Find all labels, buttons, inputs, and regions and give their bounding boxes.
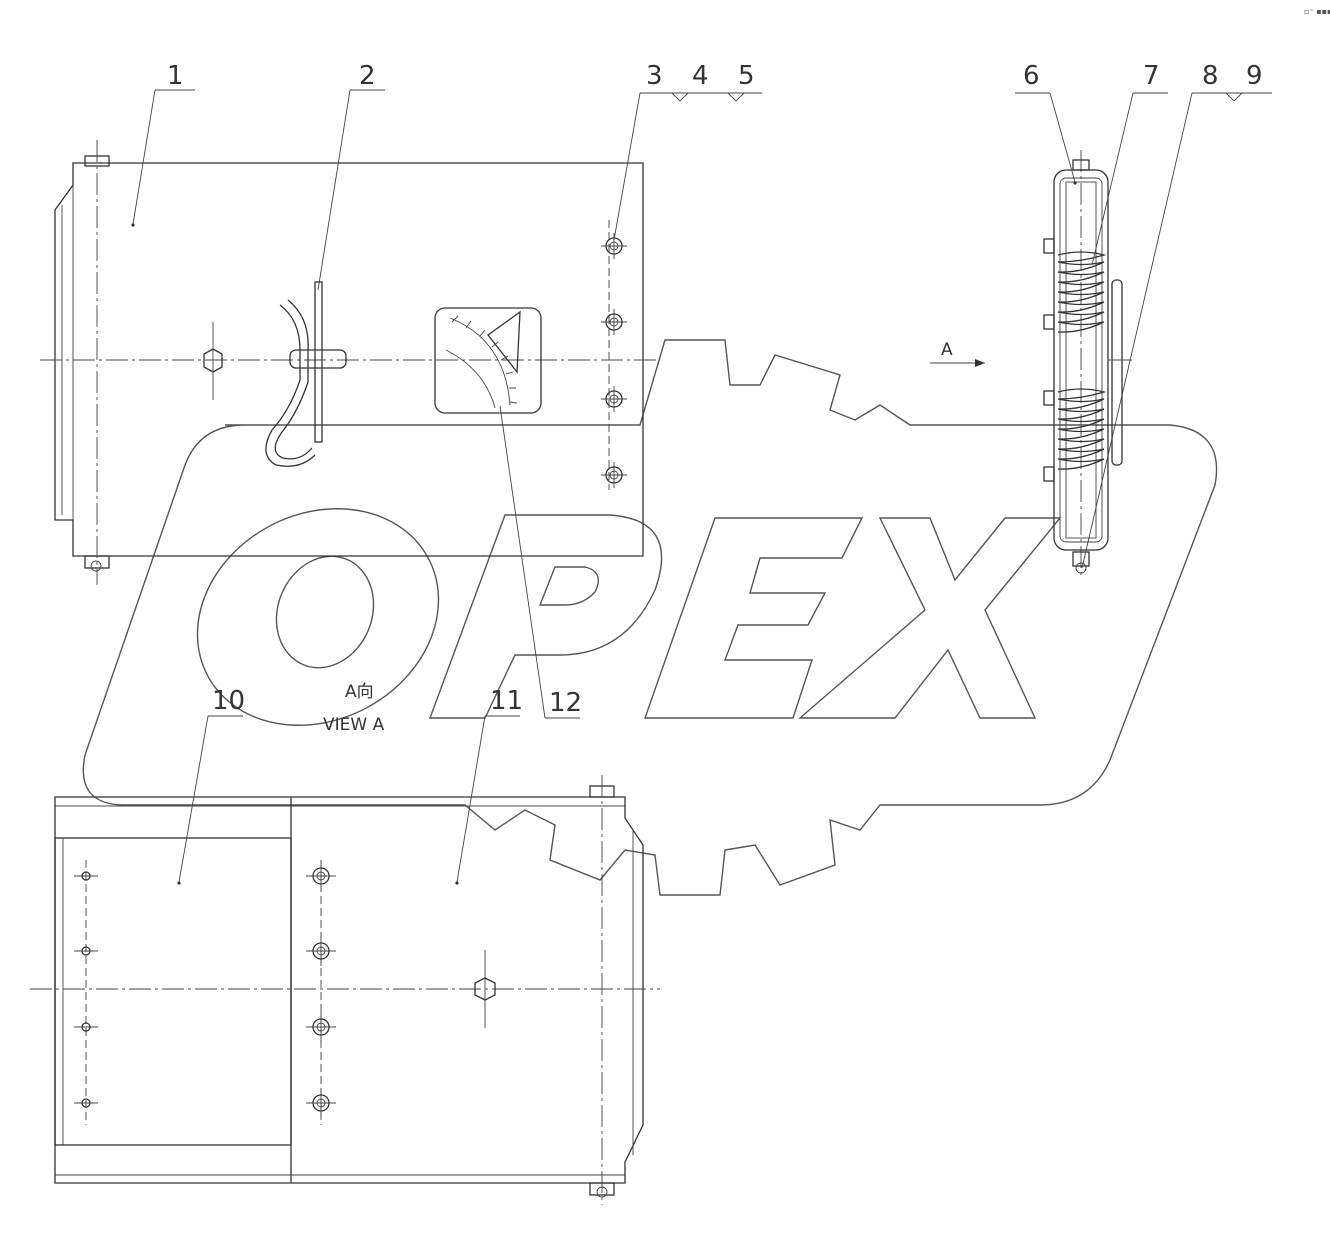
rivet-10-2: [74, 946, 98, 956]
callout-12: 12: [549, 688, 582, 718]
callout-6: 6: [1023, 61, 1040, 91]
bolt-front-3: [601, 386, 627, 412]
spring-upper: [1057, 251, 1107, 333]
bolt-front-2: [601, 309, 627, 335]
bolt-view-a-2: [306, 936, 336, 966]
stud-side-1: [1043, 238, 1055, 254]
callout-11: 11: [490, 686, 523, 716]
rivet-10-3: [74, 1022, 98, 1032]
warning-label: [434, 307, 542, 414]
callout-10: 10: [212, 686, 245, 716]
stud-side-2: [1043, 314, 1055, 330]
bolt-view-a-4: [306, 1088, 336, 1118]
bolt-view-a-3: [306, 1012, 336, 1042]
callout-4: 4: [692, 61, 709, 91]
view-a: A向 VIEW A: [30, 682, 660, 1205]
callout-5: 5: [738, 61, 755, 91]
side-view: A: [930, 150, 1132, 575]
view-title-en: VIEW A: [323, 715, 385, 735]
stud-side-4: [1043, 466, 1055, 482]
callout-2: 2: [359, 61, 376, 91]
callout-9: 9: [1246, 61, 1263, 91]
callout-8: 8: [1202, 61, 1219, 91]
spring-lower: [1057, 388, 1107, 470]
view-arrow-a: A: [930, 340, 985, 367]
callout-1: 1: [167, 61, 184, 91]
front-view: [40, 140, 660, 585]
callouts: 1 2 3 4 5 6 7 8 9 10 11: [131, 61, 1272, 885]
latch-spring-clip: [265, 281, 347, 467]
opex-watermark-logo: ▫⁼ ▪▪▪: [82, 7, 1330, 896]
bolt-front-1: [601, 233, 627, 259]
stud-side-3: [1043, 390, 1055, 406]
callout-3: 3: [646, 61, 663, 91]
svg-text:A: A: [941, 340, 953, 360]
view-title-cn: A向: [345, 682, 374, 702]
bolt-view-a-1: [306, 861, 336, 891]
rivet-10-4: [74, 1098, 98, 1108]
callout-7: 7: [1143, 61, 1160, 91]
bolt-front-4: [601, 462, 627, 488]
rivet-10-1: [74, 871, 98, 881]
corner-code: ▫⁼ ▪▪▪: [1304, 7, 1330, 16]
